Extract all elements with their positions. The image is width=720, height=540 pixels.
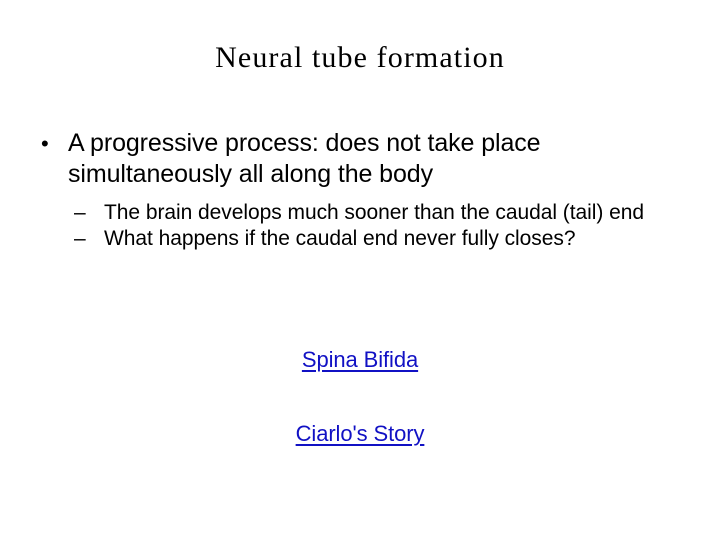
hyperlink-ciarlos-story[interactable]: Ciarlo's Story [295,421,425,446]
bullet-item-level1: • A progressive process: does not take p… [0,128,720,190]
bullet-text: What happens if the caudal end never ful… [104,227,576,250]
bullet-text: A progressive process: does not take pla… [68,129,541,188]
sub-bullet-list: – The brain develops much sooner than th… [0,200,720,252]
hyperlink-spina-bifida[interactable]: Spina Bifida [301,347,419,372]
link-row-ciarlos-story: Ciarlo's Story [0,420,720,448]
link-row-spina-bifida: Spina Bifida [0,346,720,374]
dash-marker-icon: – [74,201,86,224]
bullet-item-level2: – What happens if the caudal end never f… [0,226,720,252]
bullet-text: The brain develops much sooner than the … [104,201,644,224]
page-title: Neural tube formation [215,41,505,74]
bullet-item-level2: – The brain develops much sooner than th… [0,200,720,226]
dash-marker-icon: – [74,227,86,250]
bullet-point-icon: • [41,131,49,156]
slide-body: • A progressive process: does not take p… [0,128,720,252]
